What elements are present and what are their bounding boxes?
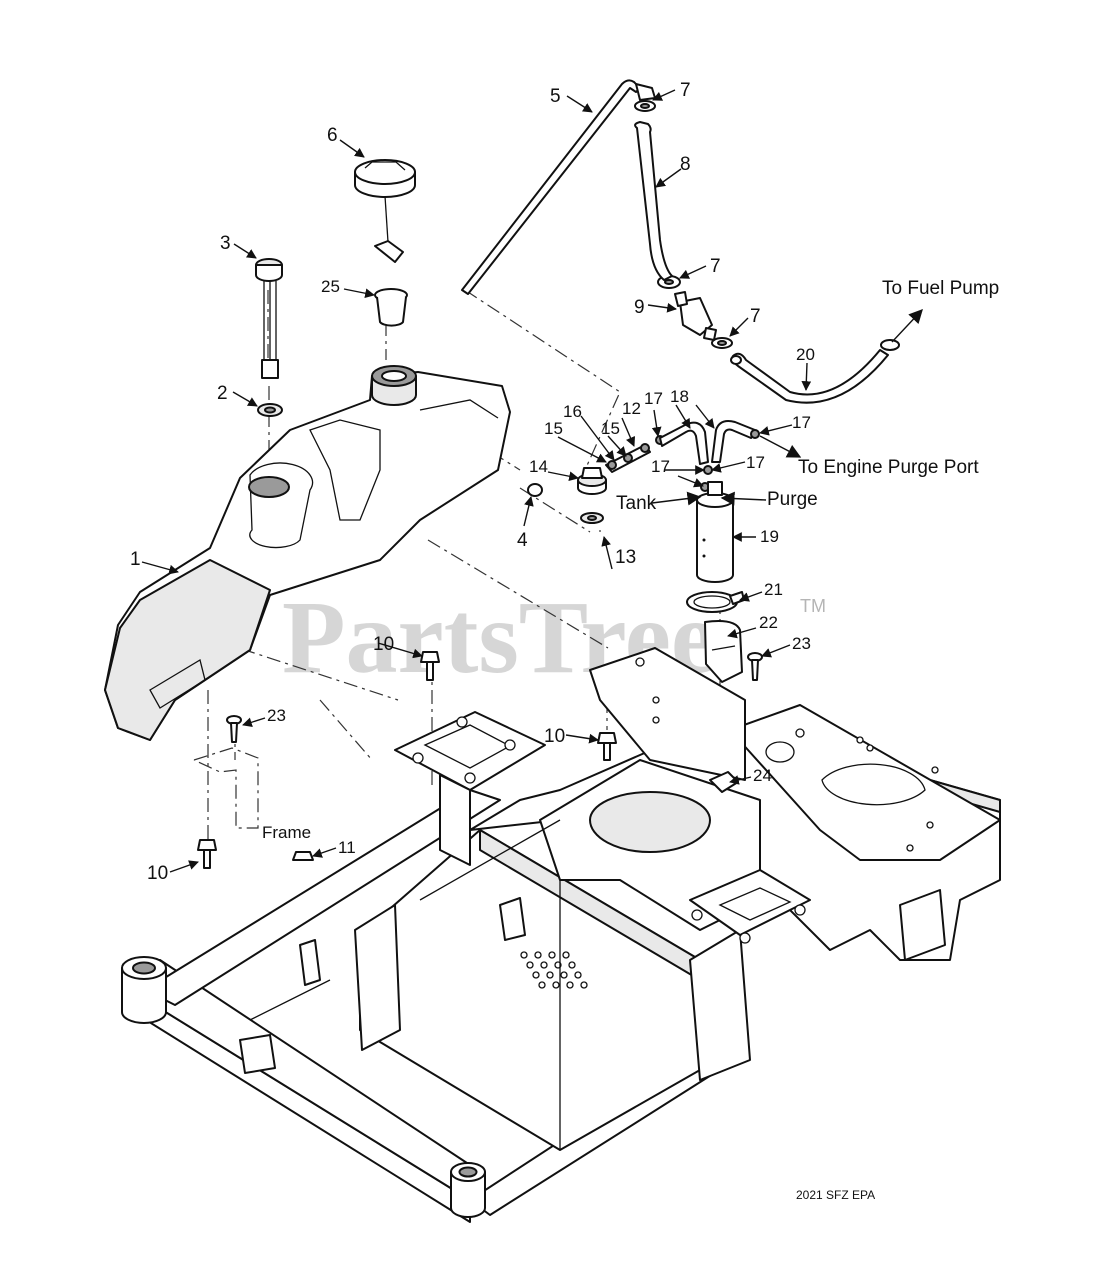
part-23-screw-right bbox=[747, 652, 763, 681]
callout-11: 11 bbox=[338, 838, 356, 857]
callout-2: 2 bbox=[217, 383, 228, 404]
note-tank: Tank bbox=[616, 493, 657, 514]
part-9-fuel-filter bbox=[674, 291, 717, 341]
part-25-filler-neck-insert bbox=[374, 288, 408, 327]
callout-15-right: 15 bbox=[601, 419, 620, 438]
part-2-grommet bbox=[257, 403, 283, 417]
callout-12: 12 bbox=[622, 399, 641, 418]
note-purge: Purge bbox=[767, 489, 818, 510]
note-to-fuel-pump: To Fuel Pump bbox=[882, 278, 999, 299]
tank-support-bracket bbox=[193, 747, 259, 829]
callout-7-top: 7 bbox=[680, 80, 691, 101]
callout-1: 1 bbox=[130, 549, 141, 570]
callout-17-mid: 17 bbox=[651, 457, 670, 476]
callout-7-mid: 7 bbox=[710, 256, 721, 277]
part-10-bolt-upper bbox=[420, 651, 440, 681]
part-19-charcoal-canister bbox=[696, 481, 734, 583]
fuel-tank bbox=[104, 365, 511, 741]
callout-9: 9 bbox=[634, 297, 645, 318]
callout-17-low: 17 bbox=[746, 453, 765, 472]
part-3-fuel-gauge-sender bbox=[255, 258, 283, 379]
callout-21: 21 bbox=[764, 580, 783, 599]
callout-8: 8 bbox=[680, 154, 691, 175]
callout-14: 14 bbox=[529, 457, 548, 476]
callout-7-low: 7 bbox=[750, 306, 761, 327]
caster-cup-left bbox=[121, 956, 167, 1024]
callout-5: 5 bbox=[550, 86, 561, 107]
deck-hole-grid bbox=[520, 951, 588, 989]
callout-10-upper: 10 bbox=[373, 634, 394, 655]
part-10-bolt-mid bbox=[597, 732, 617, 761]
part-10-bolt-lower bbox=[197, 839, 217, 869]
diagram-caption: 2021 SFZ EPA bbox=[796, 1188, 875, 1202]
callout-20: 20 bbox=[796, 345, 815, 364]
callout-18: 18 bbox=[670, 387, 689, 406]
part-8-fuel-hose bbox=[634, 121, 673, 281]
callout-23-left: 23 bbox=[267, 706, 286, 725]
note-frame: Frame bbox=[262, 823, 311, 842]
callout-leaders bbox=[141, 89, 923, 873]
callout-17-right: 17 bbox=[792, 413, 811, 432]
callout-15-left: 15 bbox=[544, 419, 563, 438]
part-23-screw-left bbox=[226, 715, 242, 743]
callout-10-mid: 10 bbox=[544, 726, 565, 747]
mower-frame bbox=[121, 647, 1001, 1223]
part-7-clamp-low bbox=[711, 337, 733, 349]
callout-3: 3 bbox=[220, 233, 231, 254]
part-20-fuel-hose bbox=[730, 339, 900, 404]
callout-24: 24 bbox=[753, 766, 772, 785]
part-13-grommet bbox=[580, 512, 604, 524]
note-to-engine-purge-port: To Engine Purge Port bbox=[798, 457, 979, 478]
callout-22: 22 bbox=[759, 613, 778, 632]
callout-19: 19 bbox=[760, 527, 779, 546]
watermark: PartsTree TM bbox=[282, 580, 826, 695]
callout-10-lower: 10 bbox=[147, 863, 168, 884]
routing-notes: To Fuel Pump To Engine Purge Port Tank P… bbox=[262, 278, 999, 842]
callout-16: 16 bbox=[563, 402, 582, 421]
part-6-fuel-cap bbox=[354, 159, 416, 263]
callout-labels: 1 2 3 4 5 6 7 7 7 8 9 10 10 10 11 12 13 … bbox=[130, 80, 815, 884]
part-7-clamp-top bbox=[634, 100, 656, 112]
callout-25: 25 bbox=[321, 277, 340, 296]
callout-4: 4 bbox=[517, 530, 528, 551]
part-11-nut bbox=[292, 851, 314, 861]
callout-13: 13 bbox=[615, 547, 636, 568]
caster-cup-front bbox=[450, 1162, 486, 1218]
part-4-bushing bbox=[527, 483, 543, 497]
part-21-hose-clamp bbox=[686, 591, 745, 613]
callout-6: 6 bbox=[327, 125, 338, 146]
callout-17-top: 17 bbox=[644, 389, 663, 408]
part-14-rollover-valve bbox=[577, 467, 607, 495]
watermark-trademark: TM bbox=[800, 596, 826, 616]
callout-23-right: 23 bbox=[792, 634, 811, 653]
part-5-fuel-line-tube bbox=[461, 79, 656, 295]
